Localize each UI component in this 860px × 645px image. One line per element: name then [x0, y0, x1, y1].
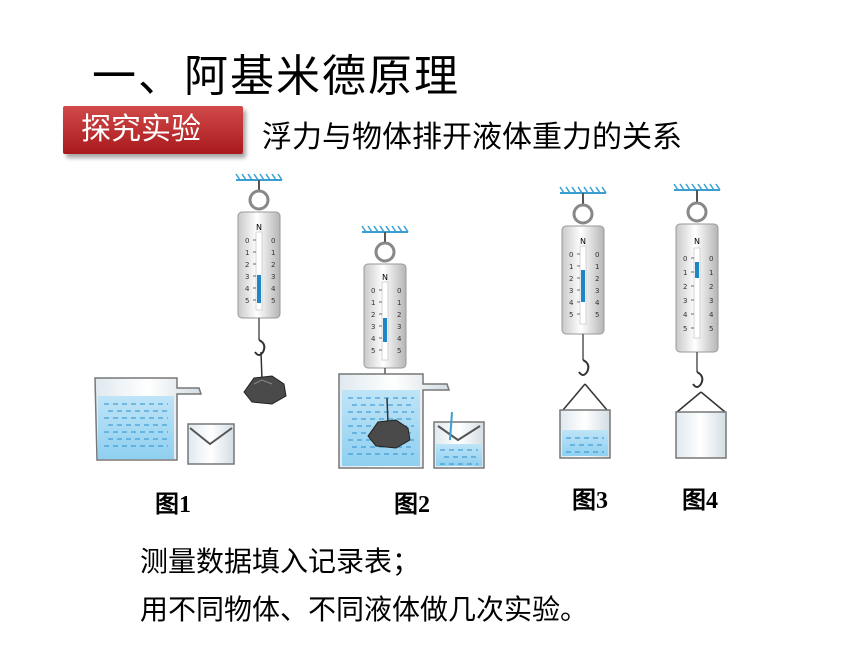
figure-4-label: 图4	[682, 488, 718, 514]
experiment-subtitle: 浮力与物体排开液体重力的关系	[262, 120, 682, 155]
scale-tick-label: 5	[271, 297, 275, 305]
scale-tick-label: 2	[595, 275, 599, 283]
scale-tick-label: 1	[245, 249, 249, 257]
scale-tick-label: 1	[683, 269, 687, 277]
spring-scale-4: N 0 0 1 1 2 2 3 3 4 4 5 5	[675, 223, 719, 388]
scale-tick-label: 5	[245, 297, 249, 305]
scale-tick-label: 1	[371, 299, 375, 307]
scale-tick-label: 2	[271, 261, 275, 269]
scale-tick-label: 1	[271, 249, 275, 257]
experiment-badge: 探究实验	[63, 106, 243, 154]
scale-tick-label: 5	[371, 347, 375, 355]
scale-tick-label: 0	[245, 237, 249, 245]
scale-tick-label: 4	[709, 311, 714, 319]
spring-scale-3: N 0 0 1 1 2 2 3 3 4 4 5 5	[561, 225, 605, 376]
scale-tick-label: 2	[683, 283, 687, 291]
rock-icon	[243, 351, 287, 405]
instruction-line-1: 测量数据填入记录表；	[140, 545, 421, 578]
overflow-beaker-1	[94, 377, 203, 461]
page-title: 一、阿基米德原理	[92, 51, 460, 102]
experiment-illustration: N 0 0 1 1 2 2 3 3 4 4 5 5	[94, 173, 727, 469]
scale-tick-label: 3	[683, 297, 687, 305]
scale-tick-label: 1	[595, 263, 599, 271]
scale-tick-label: 1	[569, 263, 573, 271]
ceiling-hanger-icon	[559, 186, 607, 225]
scale-tick-label: 4	[569, 299, 574, 307]
ceiling-hanger-icon	[361, 225, 409, 263]
scale-tick-label: 5	[709, 325, 713, 333]
scale-tick-label: 2	[569, 275, 573, 283]
scale-tick-label: 2	[371, 311, 375, 319]
scale-tick-label: 5	[595, 311, 599, 319]
scale-tick-label: 4	[683, 311, 688, 319]
spring-scale-1: N 0 0 1 1 2 2 3 3 4 4 5 5	[237, 211, 281, 356]
scale-tick-label: 3	[709, 297, 713, 305]
scale-tick-label: 5	[569, 311, 573, 319]
scale-tick-label: 3	[371, 323, 375, 331]
scale-tick-label: 4	[397, 335, 402, 343]
scale-tick-label: 3	[569, 287, 573, 295]
scale-tick-label: 2	[397, 311, 401, 319]
svg-text:N: N	[694, 237, 700, 246]
bucket-with-water-3	[559, 383, 611, 459]
scale-tick-label: 4	[245, 285, 250, 293]
figure-1: N 0 0 1 1 2 2 3 3 4 4 5 5	[94, 173, 287, 465]
scale-tick-label: 0	[595, 251, 599, 259]
scale-tick-label: 0	[371, 287, 375, 295]
svg-text:N: N	[580, 237, 586, 246]
ceiling-hanger-icon	[673, 183, 721, 223]
catch-bucket-1	[187, 423, 235, 465]
scale-tick-label: 0	[683, 255, 687, 263]
scale-tick-label: 3	[595, 287, 599, 295]
scale-tick-label: 3	[271, 273, 275, 281]
instruction-line-2: 用不同物体、不同液体做几次实验。	[140, 593, 589, 626]
scale-tick-label: 0	[709, 255, 713, 263]
figure-1-label: 图1	[155, 492, 191, 518]
figure-4: N 0 0 1 1 2 2 3 3 4 4 5 5	[673, 183, 727, 459]
rock-icon	[367, 397, 411, 449]
figure-2: N 0 0 1 1 2 2 3 3 4 4 5 5	[338, 225, 485, 469]
figure-2-label: 图2	[394, 492, 430, 518]
figure-3-label: 图3	[572, 488, 608, 514]
scale-tick-label: 3	[245, 273, 249, 281]
svg-text:N: N	[256, 223, 262, 232]
scale-tick-label: 2	[245, 261, 249, 269]
svg-text:N: N	[382, 273, 388, 282]
scale-tick-label: 4	[271, 285, 276, 293]
scale-tick-label: 5	[397, 347, 401, 355]
scale-tick-label: 0	[271, 237, 275, 245]
scale-tick-label: 4	[595, 299, 600, 307]
scale-tick-label: 0	[569, 251, 573, 259]
figure-3: N 0 0 1 1 2 2 3 3 4 4 5 5	[559, 186, 611, 459]
scale-tick-label: 1	[709, 269, 713, 277]
scale-tick-label: 3	[397, 323, 401, 331]
scale-tick-label: 0	[397, 287, 401, 295]
scale-tick-label: 2	[709, 283, 713, 291]
catch-bucket-2	[433, 411, 485, 469]
scale-tick-label: 1	[397, 299, 401, 307]
scale-tick-label: 4	[371, 335, 376, 343]
scale-tick-label: 5	[683, 325, 687, 333]
empty-bucket-4	[675, 391, 727, 459]
ceiling-hanger-icon	[235, 173, 283, 211]
